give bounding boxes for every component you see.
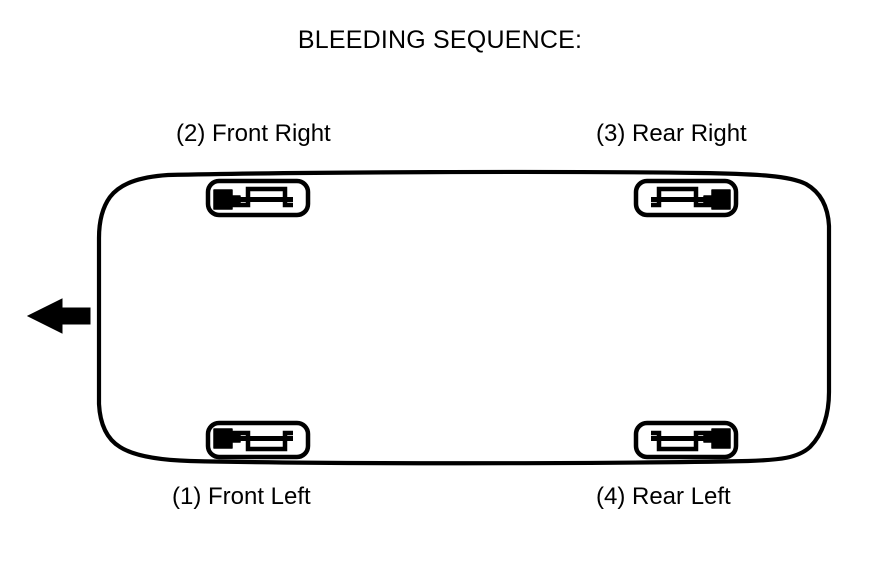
direction-arrow [26, 298, 91, 334]
brake-caliper-icon-front-right [205, 178, 311, 218]
brake-caliper-icon-rear-right [633, 178, 739, 218]
caliper-bracket [651, 430, 725, 452]
bleeder-screw-block [703, 428, 731, 449]
caliper-shaft [651, 197, 725, 202]
wheel-label-front-left: (1) Front Left [172, 483, 311, 510]
wheel-label-rear-right: (3) Rear Right [596, 120, 747, 147]
bleeder-screw-block [213, 189, 241, 210]
caliper-bracket [219, 186, 293, 208]
wheel-label-front-right: (2) Front Right [176, 120, 331, 147]
caliper-shaft [219, 436, 293, 441]
brake-caliper-icon-front-left [205, 420, 311, 460]
car-body-path [96, 169, 832, 466]
page-title: BLEEDING SEQUENCE: [297, 26, 583, 54]
caliper-bracket [651, 186, 725, 208]
direction-arrow-shape [26, 298, 91, 334]
caliper-shaft [651, 436, 725, 441]
car-body-outline [96, 169, 832, 466]
bleeder-screw-block [703, 189, 731, 210]
wheel-label-rear-left: (4) Rear Left [596, 483, 731, 510]
bleeder-screw-block [213, 428, 241, 449]
brake-caliper-icon-rear-left [633, 420, 739, 460]
caliper-bracket [219, 430, 293, 452]
caliper-shaft [219, 197, 293, 202]
